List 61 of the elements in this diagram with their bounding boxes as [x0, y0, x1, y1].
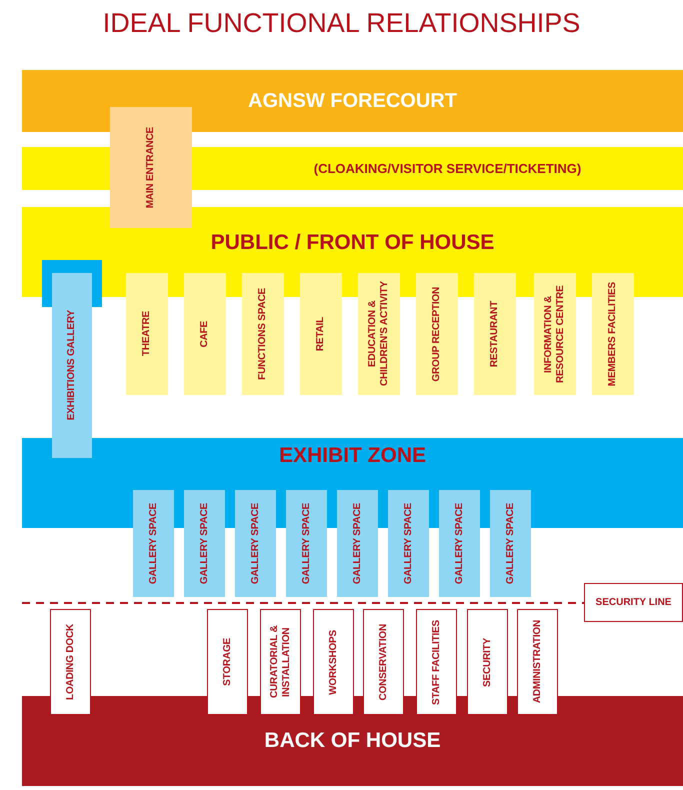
vertical-label: CAFE	[199, 320, 211, 348]
back-room-bar	[260, 609, 301, 715]
vertical-label: STORAGE	[222, 638, 234, 686]
space-bar	[184, 273, 226, 395]
vertical-label: GALLERY SPACE	[300, 502, 312, 584]
vertical-label: GALLERY SPACE	[402, 502, 414, 584]
band-label: (CLOAKING/VISITOR SERVICE/TICKETING)	[314, 161, 582, 176]
band-label: PUBLIC / FRONT OF HOUSE	[210, 231, 494, 255]
band-label: BACK OF HOUSE	[264, 729, 441, 753]
vertical-label: MEMBERS FACILITIES	[607, 282, 619, 386]
space-bar	[242, 273, 284, 395]
vertical-label: EXHIBITIONS GALLERY	[66, 310, 78, 421]
back-room-bar	[467, 609, 508, 715]
vertical-label: SECURITY	[482, 638, 494, 686]
vertical-label: GALLERY SPACE	[250, 502, 262, 584]
vertical-label: GALLERY SPACE	[352, 502, 364, 584]
gallery-space-bar	[439, 490, 480, 597]
band-label: EXHIBIT ZONE	[278, 444, 426, 468]
vertical-label: THEATRE	[141, 311, 153, 357]
vertical-label: LOADING DOCK	[64, 624, 76, 700]
vertical-label: GALLERY SPACE	[504, 502, 516, 584]
band-label: SECURITY LINE	[596, 597, 672, 608]
back-room-bar	[416, 609, 457, 715]
space-bar	[358, 273, 400, 395]
vertical-label: WORKSHOPS	[328, 630, 340, 694]
back-room-bar	[50, 609, 91, 715]
back-room-bar	[363, 609, 404, 715]
vertical-label: MAIN ENTRANCE	[145, 126, 157, 208]
back-room-bar	[517, 609, 558, 715]
vertical-label: FUNCTIONS SPACE	[257, 288, 269, 380]
space-bar	[300, 273, 342, 395]
vertical-label: CONSERVATION	[378, 624, 390, 700]
vertical-label: GALLERY SPACE	[148, 502, 160, 584]
gallery-space-bar	[235, 490, 276, 597]
space-bar	[126, 273, 168, 395]
vertical-label: STAFF FACILITIES	[430, 620, 442, 704]
space-bar	[534, 273, 576, 395]
space-bar	[416, 273, 458, 395]
space-bar	[474, 273, 516, 395]
vertical-label: RETAIL	[315, 316, 327, 352]
vertical-label: CURATORIAL & INSTALLATION	[268, 624, 292, 700]
gallery-space-bar	[286, 490, 327, 597]
vertical-label: GROUP RECEPTION	[431, 286, 443, 382]
vertical-label: EDUCATION & CHILDREN'S ACTIVITY	[367, 280, 391, 388]
vertical-label: INFORMATION & RESOURCE CENTRE	[543, 284, 567, 385]
gallery-bar	[52, 273, 92, 458]
entrance-bar	[110, 107, 192, 228]
vertical-label: ADMINISTRATION	[532, 620, 544, 704]
vertical-label: RESTAURANT	[489, 300, 501, 368]
gallery-space-bar	[388, 490, 429, 597]
back-room-bar	[207, 609, 248, 715]
gallery-space-bar	[133, 490, 174, 597]
vertical-label: GALLERY SPACE	[454, 502, 466, 584]
diagram-title: IDEAL FUNCTIONAL RELATIONSHIPS	[102, 8, 582, 39]
band-label: AGNSW FORECOURT	[248, 90, 457, 112]
vertical-label: GALLERY SPACE	[198, 502, 210, 584]
gallery-space-bar	[337, 490, 378, 597]
space-bar	[592, 273, 634, 395]
gallery-space-bar	[490, 490, 531, 597]
back-room-bar	[313, 609, 354, 715]
gallery-space-bar	[184, 490, 225, 597]
